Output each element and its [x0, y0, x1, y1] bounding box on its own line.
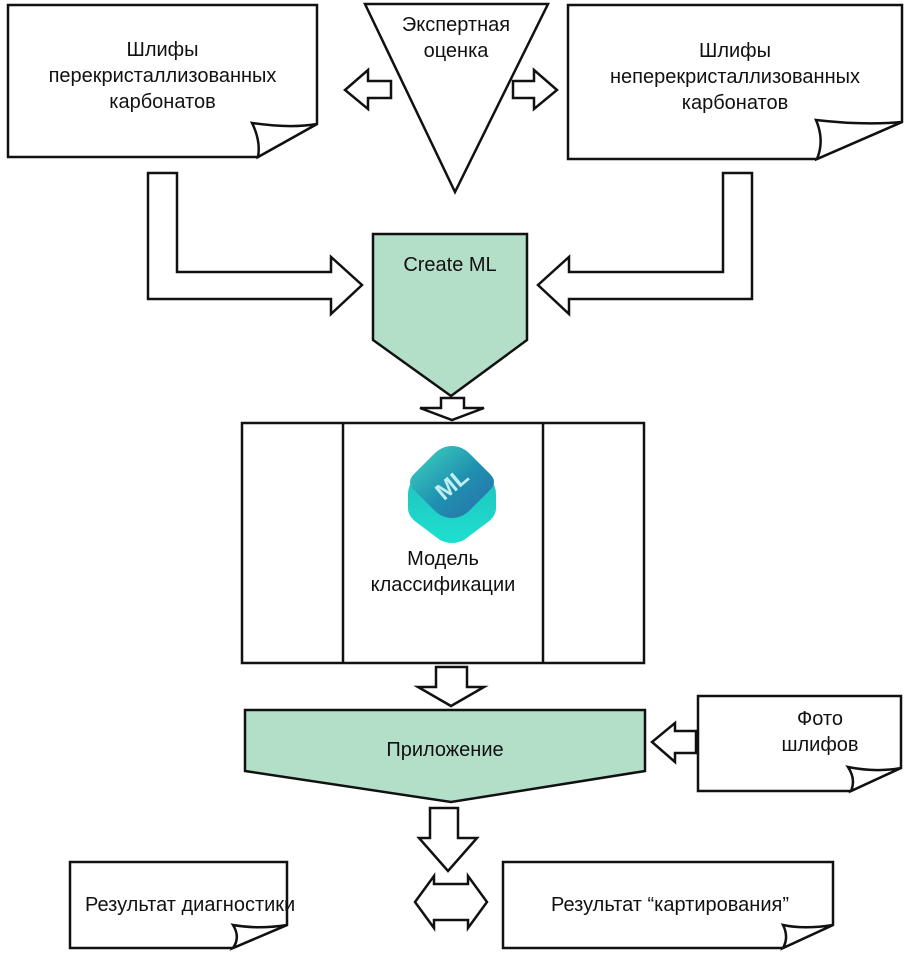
label-line: Экспертная — [401, 14, 511, 36]
doc-fold-corner — [249, 121, 318, 160]
doc-fold-corner — [229, 923, 288, 951]
label-application: Приложение — [245, 737, 645, 763]
label-line: Результат диагностики — [85, 894, 296, 916]
label-mapping-result: Результат “картирования” — [510, 892, 830, 918]
label-line: Фото — [797, 708, 843, 730]
label-line: Шлифы — [126, 39, 199, 61]
label-create-ml: Create ML — [373, 252, 527, 278]
arrow-recrystallized-to-createml — [146, 171, 364, 317]
doc-fold-corner — [814, 118, 903, 162]
arrow-left-to-recrystallized — [343, 67, 393, 112]
doc-fold-corner — [845, 765, 902, 794]
process-application — [243, 708, 647, 804]
label-recrystallized-sections: Шлифы перекристаллизованных карбонатов — [8, 37, 317, 115]
label-line: Шлифы — [698, 40, 771, 62]
label-line: неперекристаллизованных — [609, 66, 861, 88]
label-non-recrystallized-sections: Шлифы неперекристаллизованных карбонатов — [568, 38, 902, 116]
label-line: Приложение — [386, 739, 504, 761]
label-line: Create ML — [403, 254, 497, 276]
label-line: классификации — [370, 574, 516, 596]
arrow-non-recrystallized-to-createml — [536, 171, 754, 317]
ml-logo-icon: ML — [408, 446, 496, 543]
arrow-model-to-application — [413, 665, 489, 708]
label-line: перекристаллизованных — [48, 65, 277, 87]
label-line: шлифов — [781, 734, 859, 756]
triangle-expert-assessment — [363, 2, 551, 195]
arrow-createml-to-model — [419, 396, 485, 422]
process-create-ml — [371, 232, 529, 398]
label-expert-assessment: Экспертная оценка — [380, 12, 532, 64]
arrow-photos-to-application — [650, 720, 698, 765]
label-line: Модель — [407, 548, 479, 570]
label-line: Результат “картирования” — [551, 894, 789, 916]
label-line: оценка — [423, 40, 489, 62]
arrow-right-to-non-recrystallized — [511, 67, 559, 112]
label-section-photos: Фото шлифов — [740, 706, 900, 758]
label-line: карбонатов — [681, 92, 789, 114]
label-classification-model: Модель классификации — [343, 546, 543, 598]
arrow-application-to-results — [416, 806, 480, 873]
double-arrow-between-results — [413, 872, 489, 932]
label-diagnostics-result: Результат диагностики — [85, 892, 296, 918]
doc-fold-corner — [779, 923, 834, 951]
label-line: карбонатов — [109, 91, 216, 113]
